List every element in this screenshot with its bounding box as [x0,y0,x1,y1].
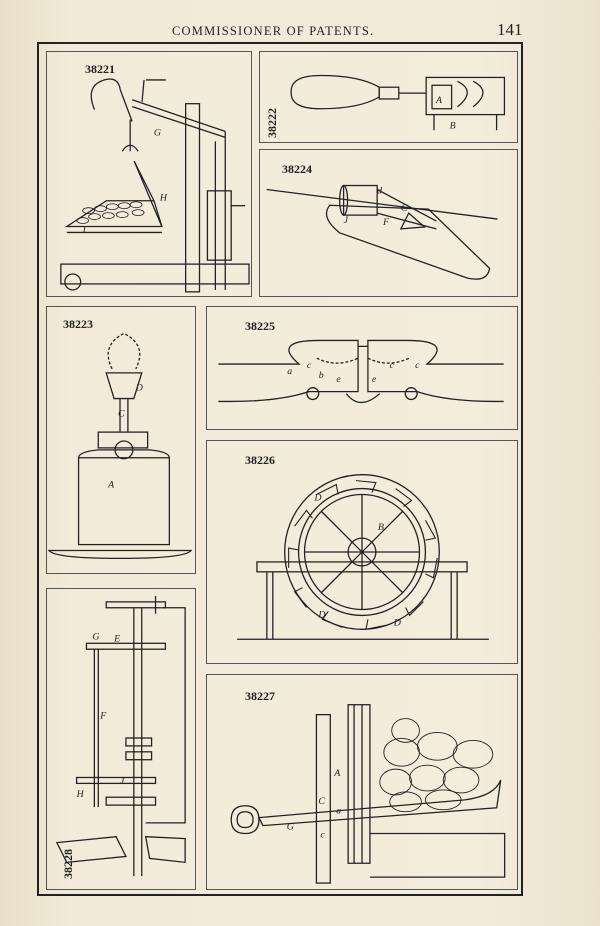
page-header-title: COMMISSIONER OF PATENTS. [172,24,375,38]
figure-38223-drawing: D C A [47,332,193,560]
figure-38225-label-a: a [287,366,292,377]
figure-38228-panel: 38228 G [46,588,196,890]
figure-38224-panel: 38224 d J C F [259,149,518,297]
figure-38221-number: 38221 [85,62,115,76]
figure-frame: 38221 [37,42,523,896]
figure-38221-label-i: I [82,224,87,235]
figure-38221-panel: 38221 [46,51,252,297]
figure-38228-label-h: H [76,789,85,800]
figure-38224-label-j: J [344,215,349,226]
figure-38226-label-d3: D [393,617,401,628]
figure-38225-label-c1: c [307,360,312,371]
figure-38228-label-g: G [92,631,99,642]
figure-38225-label-b: b [319,370,324,381]
figure-38228-label-e: E [113,633,120,644]
figure-38227-drawing: A C a c G [230,704,506,884]
figure-38227-label-c-upper: C [318,796,325,807]
figure-38226-label-d1: D [313,492,321,503]
figure-38226-label-d2: D [317,609,325,620]
figure-38223-label-c: C [118,408,125,419]
figure-38225-panel: 38225 a c b e e c c [206,306,518,430]
figure-38225-label-c2: c [390,360,395,371]
figure-38222-panel: 38222 A B [259,51,518,143]
figure-38227-label-g: G [287,822,294,833]
figure-38225-label-c3: c [415,360,420,371]
figure-38226-drawing: D B D D [237,474,489,640]
figure-38226-label-b: B [378,522,384,533]
figure-38222-label-b: B [450,120,456,131]
page-number: 141 [497,20,523,39]
figure-38226-number: 38226 [245,453,275,467]
figure-38221-drawing: G H I [60,78,250,293]
figure-38228-label-f: F [99,710,107,721]
figure-38223-number: 38223 [63,317,93,331]
figure-38228-drawing: G E F J H [55,595,186,877]
figure-38225-drawing: a c b e e c c [218,339,504,404]
figure-38224-drawing: d J C F [266,184,498,280]
figure-38226-panel: 38226 [206,440,518,664]
figure-38227-number: 38227 [245,689,275,703]
figure-38222-label-a: A [435,95,442,106]
figure-38227-label-a-upper: A [333,768,341,779]
figure-38227-label-c-lower: c [320,829,325,840]
figure-38223-label-d: D [135,383,143,394]
figure-38227-label-a-lower: a [336,806,341,817]
figure-38228-label-j: J [120,775,125,786]
figure-38222-drawing: A B [290,74,506,131]
figure-38224-label-c: C [401,203,408,214]
figure-38224-label-f: F [382,217,390,228]
figure-38224-label-d: d [377,185,382,196]
figure-38223-label-a: A [107,479,115,490]
figure-38227-panel: 38227 [206,674,518,890]
figure-38223-panel: 38223 D C A [46,306,196,574]
figure-38225-label-e2: e [372,374,377,385]
figure-38221-label-g: G [154,127,161,138]
figure-38225-label-e1: e [336,374,341,385]
figure-38225-number: 38225 [245,319,275,333]
figure-38224-number: 38224 [282,162,312,176]
figure-38221-label-h: H [159,193,168,204]
